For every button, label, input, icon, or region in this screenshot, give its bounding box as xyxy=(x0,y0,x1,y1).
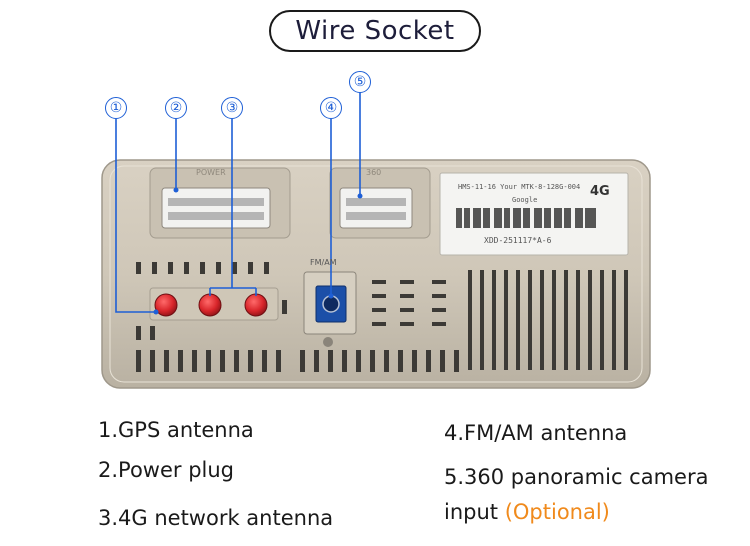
label-4g-antenna: 3.4G network antenna xyxy=(98,506,334,530)
callout-lines xyxy=(115,92,361,313)
label-camera-input-line1: 5.360 panoramic camera xyxy=(444,465,709,489)
title-pill: Wire Socket xyxy=(269,10,481,52)
label-camera-input-text: input xyxy=(444,500,505,524)
camera-connector[interactable] xyxy=(339,187,413,229)
marker-3: ③ xyxy=(221,97,243,119)
marker-1: ① xyxy=(105,97,127,119)
camera-connector-label: 360 xyxy=(366,168,382,177)
gps-antenna-socket[interactable] xyxy=(154,293,178,317)
label-power-plug: 2.Power plug xyxy=(98,458,235,482)
sticker-line3: XDD-251117*A-6 xyxy=(484,236,552,245)
label-fm-am-antenna: 4.FM/AM antenna xyxy=(444,421,628,445)
marker-5: ⑤ xyxy=(349,71,371,93)
label-camera-input-line2: input (Optional) xyxy=(444,500,610,524)
antenna-sockets xyxy=(149,287,279,321)
label-gps-antenna: 1.GPS antenna xyxy=(98,418,254,442)
power-connector-label: POWER xyxy=(196,168,226,177)
power-connector[interactable] xyxy=(161,187,271,229)
sticker-line1: HMS-11-16 Your MTK-8-128G-004 xyxy=(458,183,581,191)
fm-am-label: FM/AM xyxy=(310,258,337,267)
4g-antenna-socket-2[interactable] xyxy=(244,293,268,317)
4g-antenna-socket-1[interactable] xyxy=(198,293,222,317)
page-title: Wire Socket xyxy=(295,16,455,46)
optional-tag: (Optional) xyxy=(504,500,610,524)
marker-2: ② xyxy=(165,97,187,119)
sticker-4g-badge: 4G xyxy=(590,184,610,199)
marker-4: ④ xyxy=(320,97,342,119)
device-illustration xyxy=(101,92,651,389)
sticker-line2: Google xyxy=(512,196,538,204)
